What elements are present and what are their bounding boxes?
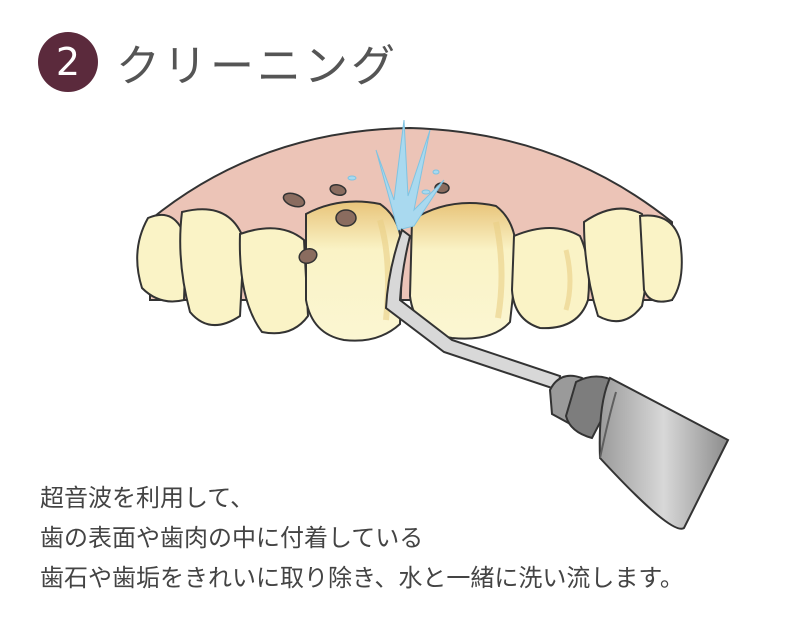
- tooth-right-canine: [582, 207, 648, 323]
- tooth-left-canine: [179, 208, 246, 326]
- tooth-shade-2: [493, 221, 505, 319]
- tooth-shade-3: [563, 249, 573, 311]
- tooth-right-lateral: [510, 227, 590, 330]
- tooth-left-lateral: [238, 227, 310, 335]
- tartar-particle: [298, 247, 318, 265]
- scaler-handle-ridge: [599, 391, 617, 459]
- scaler-handle: [598, 376, 730, 530]
- step-header: 2 クリーニング: [38, 30, 398, 94]
- tartar-particle: [282, 192, 306, 208]
- tartar-particle: [329, 183, 347, 197]
- scaler-tip: [384, 228, 562, 392]
- water-droplet: [432, 169, 440, 175]
- description-line-2: 歯の表面や歯肉の中に付着している: [40, 524, 424, 552]
- description-line-1: 超音波を利用して、: [40, 484, 255, 512]
- step-number-badge: 2: [38, 32, 98, 92]
- description-line-3: 歯石や歯垢をきれいに取り除き、水と一緒に洗い流します。: [40, 564, 684, 592]
- tartar-particle: [335, 209, 357, 227]
- water-droplet: [347, 175, 357, 181]
- step-title: クリーニング: [116, 41, 398, 92]
- water-droplet: [421, 189, 431, 195]
- tooth-far-left: [136, 213, 188, 303]
- water-spray: [375, 119, 445, 231]
- description: 超音波を利用して、 歯の表面や歯肉の中に付着している 歯石や歯垢をきれいに取り除…: [40, 478, 780, 598]
- tooth-far-right: [638, 214, 683, 303]
